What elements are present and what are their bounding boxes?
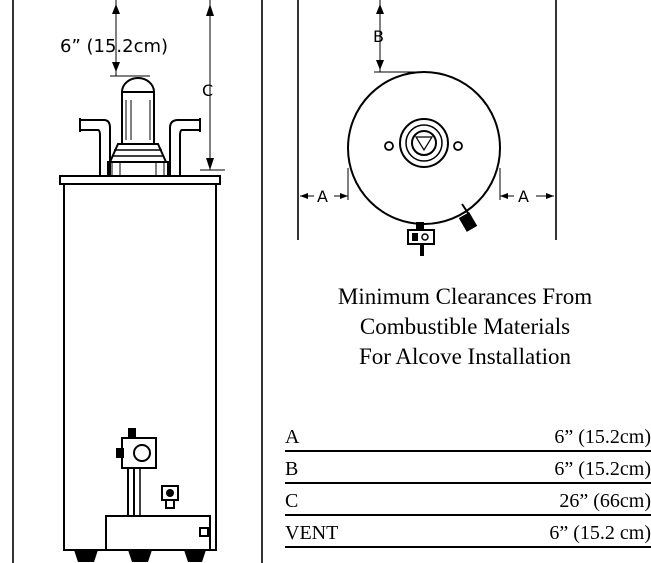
- water-pipes-drawing: [79, 118, 201, 176]
- front-view-drawing: 6” (15.2cm) C: [12, 0, 263, 563]
- caption-line-1: Minimum Clearances From: [337, 284, 593, 309]
- a-right-dim-label: A: [518, 187, 529, 206]
- table-row: VENT 6” (15.2 cm): [285, 516, 651, 548]
- clearance-value: 6” (15.2 cm): [549, 522, 651, 544]
- table-row: B 6” (15.2cm): [285, 452, 651, 484]
- drain-valve-drawing: [161, 485, 179, 509]
- top-view-drawing: B A A: [297, 0, 557, 256]
- caption-line-3: For Alcove Installation: [358, 344, 572, 369]
- c-dim-label: C: [202, 81, 213, 100]
- clearance-table: A 6” (15.2cm) B 6” (15.2cm) C 26” (66cm)…: [285, 420, 651, 548]
- clearance-key: A: [285, 426, 300, 448]
- clearance-key: B: [285, 458, 299, 480]
- tank-top-circle-drawing: [347, 71, 501, 225]
- diagram-caption: Minimum Clearances From Combustible Mate…: [280, 282, 650, 372]
- clearance-value: 26” (66cm): [559, 490, 651, 512]
- table-row: A 6” (15.2cm): [285, 420, 651, 452]
- clearance-key: VENT: [285, 522, 339, 544]
- vent-pipe-drawing: [107, 77, 169, 177]
- vent-dim-label: 6” (15.2cm): [60, 36, 168, 57]
- gas-control-valve-drawing: [116, 428, 157, 525]
- caption-line-2: Combustible Materials: [359, 314, 571, 339]
- clearance-key: C: [285, 490, 299, 512]
- top-view-drain-valve-drawing: [458, 203, 478, 232]
- top-view-control-valve-drawing: [407, 222, 435, 256]
- tank-feet-drawing: [74, 550, 206, 562]
- clearance-value: 6” (15.2cm): [554, 458, 651, 480]
- a-left-dim-label: A: [317, 187, 328, 206]
- b-dim-label: B: [373, 27, 384, 46]
- table-row: C 26” (66cm): [285, 484, 651, 516]
- clearance-value: 6” (15.2cm): [554, 426, 651, 448]
- burner-door-drawing: [105, 515, 211, 551]
